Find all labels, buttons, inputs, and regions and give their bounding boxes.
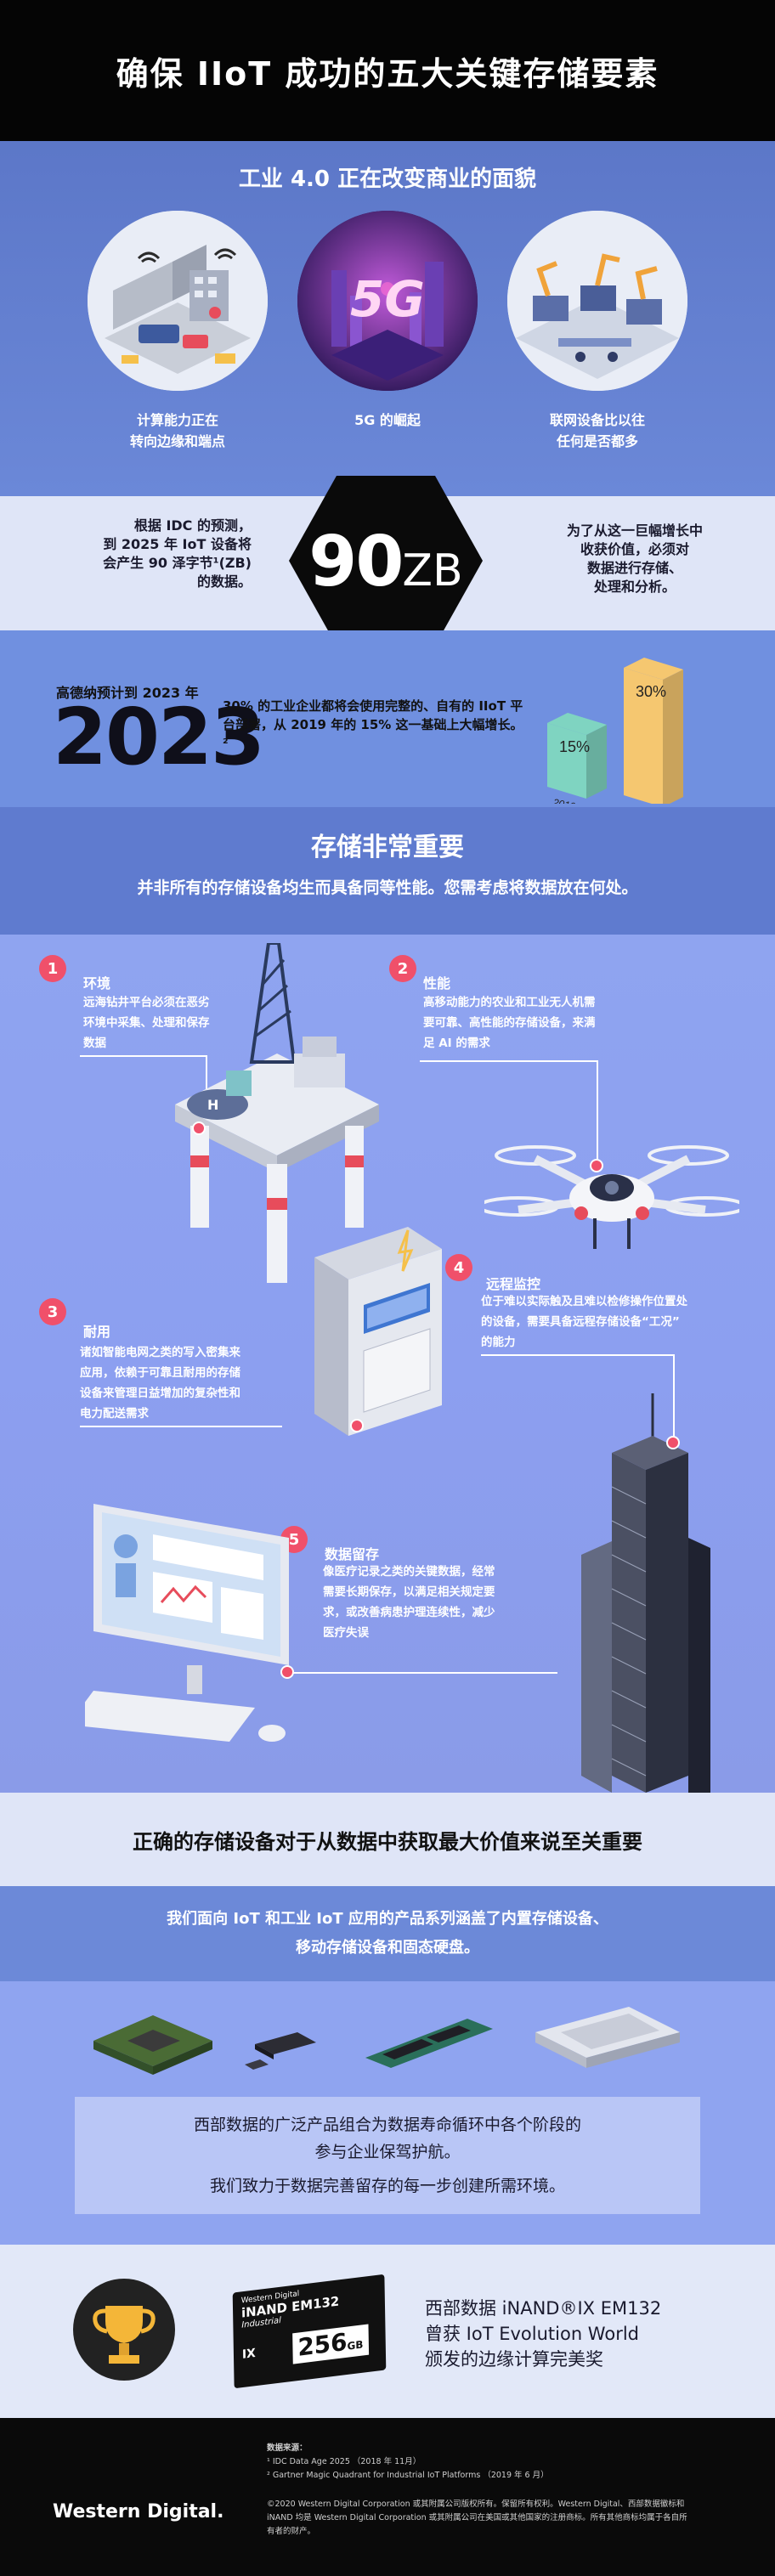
factor-4-marker bbox=[666, 1436, 680, 1449]
zb-unit: ZB bbox=[402, 545, 463, 596]
factor-1-number: 1 bbox=[39, 955, 66, 982]
industry-section: 工业 4.0 正在改变商业的面貌 计算能力正在 转向边缘和端点 bbox=[0, 141, 775, 496]
factor-4-leader-drop bbox=[673, 1354, 675, 1439]
factor-3-desc: 诸如智能电网之类的写入密集来 应用，依赖于可靠且耐用的存储 设备来管理日益增加的… bbox=[80, 1346, 240, 1421]
factor-5-title: 数据留存 bbox=[325, 1546, 380, 1562]
bar-category-label: 2019 bbox=[551, 796, 576, 804]
factor-3-leader-line bbox=[80, 1426, 282, 1427]
page-title: 确保 IIoT 成功的五大关键存储要素 bbox=[116, 54, 659, 93]
chip-unit: GB bbox=[347, 2338, 364, 2353]
chip-ix: IX bbox=[241, 2346, 256, 2362]
factor-5-leader-line bbox=[286, 1672, 557, 1674]
award-line-2: 曾获 IoT Evolution World bbox=[425, 2324, 639, 2344]
factor-4-title: 远程监控 bbox=[486, 1276, 541, 1292]
trophy-icon bbox=[73, 2279, 175, 2381]
products-line-1: 西部数据的广泛产品组合为数据寿命循环中各个阶段的 bbox=[193, 2116, 581, 2134]
5g-badge: 5G bbox=[350, 270, 425, 328]
industry-label-5g: 5G 的崛起 bbox=[354, 412, 421, 428]
western-digital-logo: Western Digital. bbox=[53, 2501, 224, 2522]
factor-4-number: 4 bbox=[445, 1254, 472, 1281]
bar-value-label: 15% bbox=[559, 738, 590, 755]
bar-2019-side bbox=[586, 725, 607, 799]
industry-title: 工业 4.0 正在改变商业的面貌 bbox=[238, 167, 537, 192]
factor-1-title: 环境 bbox=[83, 975, 111, 991]
bar-2019-top bbox=[547, 713, 607, 735]
products-line-3: 我们致力于数据完善留存的每一步创建所需环境。 bbox=[209, 2177, 565, 2195]
forecast-year: 2023 bbox=[53, 692, 265, 782]
medical-computer-illustration bbox=[85, 1504, 289, 1742]
storage-matters-section: 存储非常重要 并非所有的存储设备均生而具备同等性能。您需考虑将数据放在何处。 bbox=[0, 807, 775, 935]
right-storage-title: 正确的存储设备对于从数据中获取最大价值来说至关重要 bbox=[133, 1829, 642, 1854]
sources-title: 数据来源： bbox=[267, 2443, 308, 2453]
chip-capacity: 256 bbox=[297, 2327, 348, 2362]
factor-5-desc: 像医疗记录之类的关键数据，经常 需要长期保存，以满足相关规定要 求，或改善病患护… bbox=[323, 1565, 495, 1640]
zb-value: 90ZB bbox=[286, 522, 486, 602]
factor-2-number: 2 bbox=[389, 955, 416, 982]
factor-5-marker bbox=[280, 1665, 294, 1679]
factor-2-desc: 高移动能力的农业和工业无人机需 要可靠、高性能的存储设备，来满 足 AI 的需求 bbox=[423, 996, 596, 1050]
source-1: ¹ IDC Data Age 2025 （2018 年 11月） bbox=[267, 2457, 421, 2466]
portfolio-section: 我们面向 IoT 和工业 IoT 应用的产品系列涵盖了内置存储设备、 移动存储设… bbox=[0, 1886, 775, 1981]
factor-1-marker bbox=[192, 1121, 206, 1135]
factor-1-leader-line bbox=[80, 1055, 207, 1057]
zb-left-text: 根据 IDC 的预测， 到 2025 年 IoT 设备将 会产生 90 泽字节¹… bbox=[103, 517, 252, 590]
products-line-2: 参与企业保驾护航。 bbox=[314, 2143, 461, 2161]
zettabyte-section: 根据 IDC 的预测， 到 2025 年 IoT 设备将 会产生 90 泽字节¹… bbox=[0, 476, 775, 646]
factor-2-leader-line bbox=[420, 1060, 598, 1062]
portfolio-line-1: 我们面向 IoT 和工业 IoT 应用的产品系列涵盖了内置存储设备、 bbox=[167, 1910, 608, 1928]
connected-devices-illustration bbox=[507, 211, 687, 391]
source-2: ² Gartner Magic Quadrant for Industrial … bbox=[267, 2471, 549, 2480]
factor-2-title: 性能 bbox=[423, 975, 451, 991]
award-section: Western Digital iNAND EM132 Industrial I… bbox=[0, 2245, 775, 2418]
factor-2-marker bbox=[590, 1159, 603, 1172]
factor-4-leader-line bbox=[481, 1354, 675, 1356]
industry-label-edge: 计算能力正在 转向边缘和端点 bbox=[129, 412, 225, 449]
right-storage-section: 正确的存储设备对于从数据中获取最大价值来说至关重要 bbox=[0, 1793, 775, 1886]
5g-illustration: 5G bbox=[297, 211, 478, 391]
legal-line-2: iNAND 均是 Western Digital Corporation 或其附… bbox=[267, 2513, 687, 2522]
forecast-description: 30% 的工业企业都将会使用完整的、自有的 IIoT 平台部署，从 2019 年… bbox=[223, 698, 523, 751]
forecast-prefix: 高德纳预计到 2023 年 bbox=[56, 685, 199, 701]
bar-2019-front bbox=[547, 723, 586, 799]
bar-2023-side bbox=[663, 669, 683, 804]
zb-right-text: 为了从这一巨幅增长中 收获价值，必须对 数据进行存储、 处理和分析。 bbox=[566, 523, 703, 595]
factor-2-leader-drop bbox=[597, 1060, 598, 1162]
legal-line-3: 有者的财产。 bbox=[267, 2527, 316, 2536]
industry-label-devices: 联网设备比以往 任何是否都多 bbox=[549, 412, 645, 449]
products-message-box: 西部数据的广泛产品组合为数据寿命循环中各个阶段的 参与企业保驾护航。 我们致力于… bbox=[75, 2097, 700, 2214]
growth-chart: 15%201930%2023 bbox=[547, 658, 683, 804]
award-line-1: 西部数据 iNAND®IX EM132 bbox=[425, 2298, 662, 2319]
products-section: 西部数据的广泛产品组合为数据寿命循环中各个阶段的 参与企业保驾护航。 我们致力于… bbox=[0, 1981, 775, 2245]
edge-computing-illustration bbox=[88, 211, 268, 391]
storage-products-illustration bbox=[93, 2007, 680, 2075]
hexagon-shape bbox=[289, 476, 483, 646]
svg-text:H: H bbox=[207, 1097, 218, 1113]
inand-chip: Western Digital iNAND EM132 Industrial I… bbox=[228, 2274, 398, 2389]
storage-matters-subtitle: 并非所有的存储设备均生而具备同等性能。您需考虑将数据放在何处。 bbox=[137, 878, 638, 897]
storage-matters-title: 存储非常重要 bbox=[311, 833, 464, 862]
factors-section: 1 环境 远海钻井平台必须在恶劣 环境中采集、处理和保存 数据 H 2 性能 高… bbox=[0, 935, 775, 1793]
factor-4-desc: 位于难以实际触及且难以检修操作位置处 的设备，需要具备远程存储设备“工况” 的能… bbox=[481, 1295, 687, 1349]
bar-2023-top bbox=[624, 658, 683, 680]
factor-3-title: 耐用 bbox=[83, 1324, 111, 1340]
drone-illustration bbox=[484, 1145, 739, 1249]
footer: Western Digital. 数据来源： ¹ IDC Data Age 20… bbox=[0, 2418, 775, 2576]
award-line-3: 颁发的边缘计算完美奖 bbox=[425, 2349, 603, 2370]
legal-line-1: ©2020 Western Digital Corporation 或其附属公司… bbox=[267, 2500, 685, 2509]
skyscraper-illustration bbox=[581, 1393, 710, 1793]
forecast-section: 高德纳预计到 2023 年 2023 30% 的工业企业都将会使用完整的、自有的… bbox=[0, 630, 775, 807]
smart-meter-illustration bbox=[314, 1227, 442, 1436]
factor-3-marker bbox=[350, 1419, 364, 1432]
portfolio-line-2: 移动存储设备和固态硬盘。 bbox=[296, 1939, 479, 1957]
zb-number: 90 bbox=[308, 522, 404, 602]
bar-value-label: 30% bbox=[636, 683, 666, 700]
award-text: 西部数据 iNAND®IX EM132 曾获 IoT Evolution Wor… bbox=[425, 2296, 661, 2372]
bar-2023-front bbox=[624, 668, 663, 804]
factor-1-desc: 远海钻井平台必须在恶劣 环境中采集、处理和保存 数据 bbox=[83, 996, 210, 1050]
factor-3-number: 3 bbox=[39, 1298, 66, 1325]
header: 确保 IIoT 成功的五大关键存储要素 bbox=[0, 0, 775, 141]
